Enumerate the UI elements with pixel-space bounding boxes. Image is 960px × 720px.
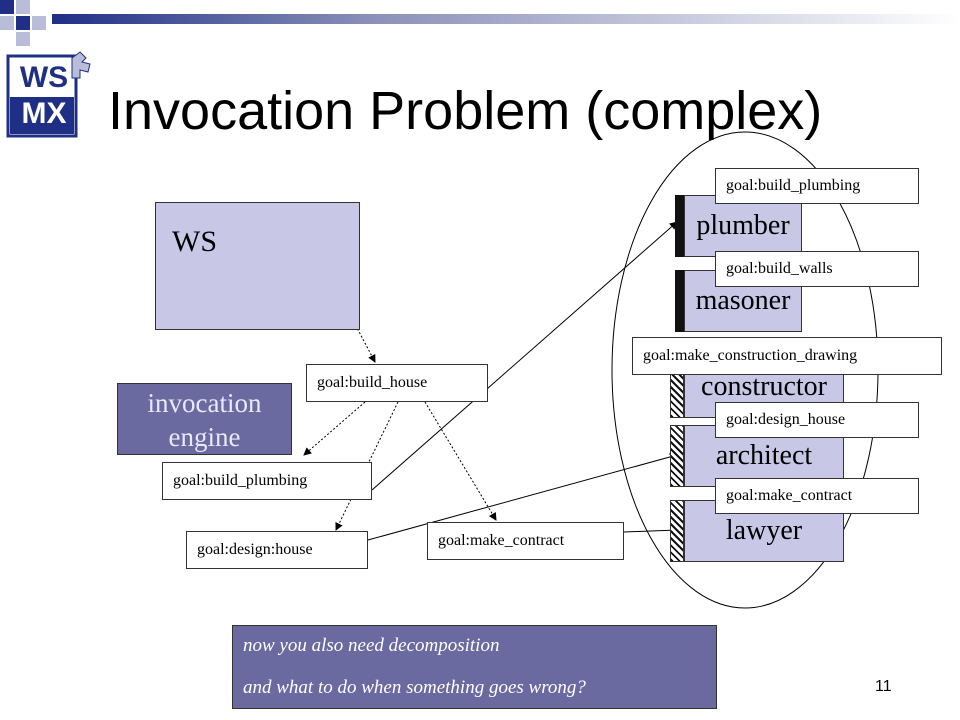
ws-box: [155, 202, 360, 330]
goal-build-plumbing-left: goal:build_plumbing: [162, 462, 372, 500]
page-number: 11: [875, 678, 892, 695]
service-plumber: plumber: [684, 195, 802, 257]
corner-squares-decoration: [0, 0, 46, 46]
goal-design-house-left: goal:design:house: [186, 531, 368, 569]
decomposition-arrows: [303, 257, 497, 531]
architect-bar: [670, 425, 684, 487]
note-line1: now you also need decomposition: [243, 635, 500, 656]
note-box: now you also need decomposition and what…: [232, 625, 717, 709]
goal-design-house-service: goal:design_house: [715, 402, 919, 438]
masoner-bar: [675, 270, 684, 332]
plumber-bar: [675, 195, 684, 257]
logo-line1: WS: [19, 61, 69, 94]
goal-build-plumbing-service: goal:build_plumbing: [715, 168, 919, 204]
invocation-engine: invocation engine: [117, 383, 292, 455]
lawyer-bar: [670, 500, 684, 562]
slide-title: Invocation Problem (complex): [108, 81, 823, 141]
ws-label: WS: [172, 225, 217, 258]
goal-make-contract-service: goal:make_contract: [715, 478, 919, 514]
header-bar: [52, 14, 960, 24]
wsmx-logo: [6, 51, 91, 138]
matching-arrows: [367, 221, 678, 541]
goal-make-construction-drawing: goal:make_construction_drawing: [632, 337, 942, 375]
goal-build-walls: goal:build_walls: [715, 251, 919, 287]
logo-text: WS MX: [14, 60, 74, 132]
goal-build-house: goal:build_house: [306, 364, 488, 402]
logo-line2: MX: [21, 97, 67, 130]
note-line2: and what to do when something goes wrong…: [243, 677, 586, 698]
goal-make-contract-left: goal:make_contract: [427, 522, 624, 560]
